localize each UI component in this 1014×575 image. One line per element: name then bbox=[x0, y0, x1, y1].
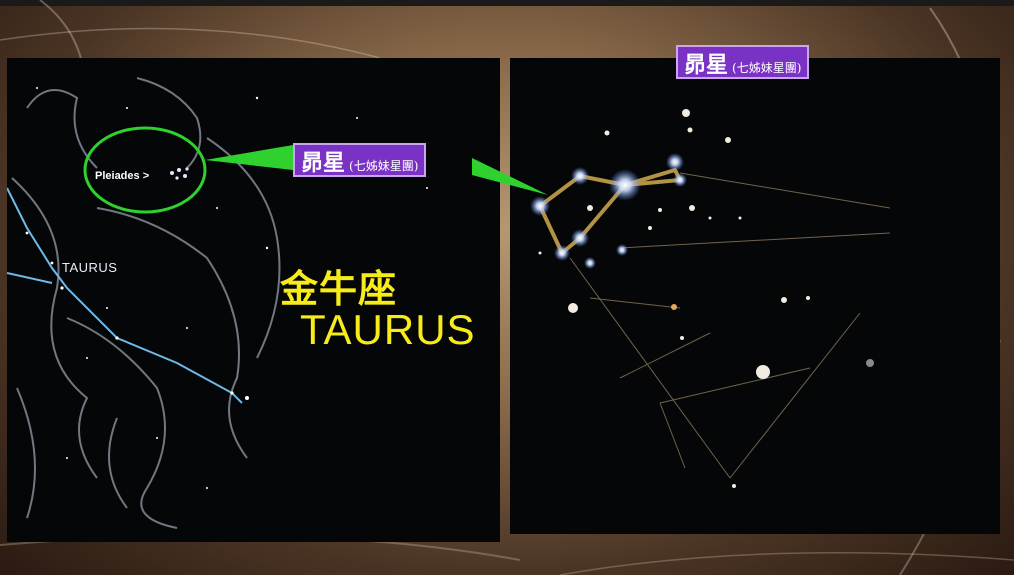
taurus-chart-panel: Pleiades > TAURUS bbox=[7, 58, 500, 542]
pleiades-tag-middle: 昴星 (七姊妹星團) bbox=[293, 143, 427, 177]
bull-outline bbox=[11, 77, 281, 529]
title-chinese: 金牛座 bbox=[280, 267, 398, 311]
minor-stars bbox=[538, 109, 874, 488]
pleiades-highlight-circle bbox=[83, 126, 207, 214]
constellation-lines bbox=[7, 187, 243, 404]
bright-stars bbox=[530, 153, 687, 269]
title-english: TAURUS bbox=[300, 306, 476, 353]
pleiades-star-panel bbox=[510, 58, 1000, 534]
pointer-left-arrow bbox=[205, 145, 293, 170]
taurus-chart-art bbox=[7, 77, 428, 529]
pleiades-star-art bbox=[530, 109, 891, 488]
pleiades-tag-top-main: 昴星 bbox=[684, 52, 729, 78]
faint-guide-lines bbox=[569, 172, 891, 479]
pleiades-label: Pleiades > bbox=[95, 170, 150, 182]
pointer-right-arrow bbox=[472, 158, 548, 195]
pleiades-tag-top: 昴星 (七姊妹星團) bbox=[676, 45, 810, 79]
pleiades-tag-top-sub: (七姊妹星團) bbox=[732, 61, 802, 75]
pleiades-dots bbox=[170, 167, 189, 180]
pleiades-tag-sub: (七姊妹星團) bbox=[349, 159, 419, 173]
pleiades-tag-main: 昴星 bbox=[301, 150, 346, 176]
taurus-chart-label: TAURUS bbox=[62, 260, 118, 275]
